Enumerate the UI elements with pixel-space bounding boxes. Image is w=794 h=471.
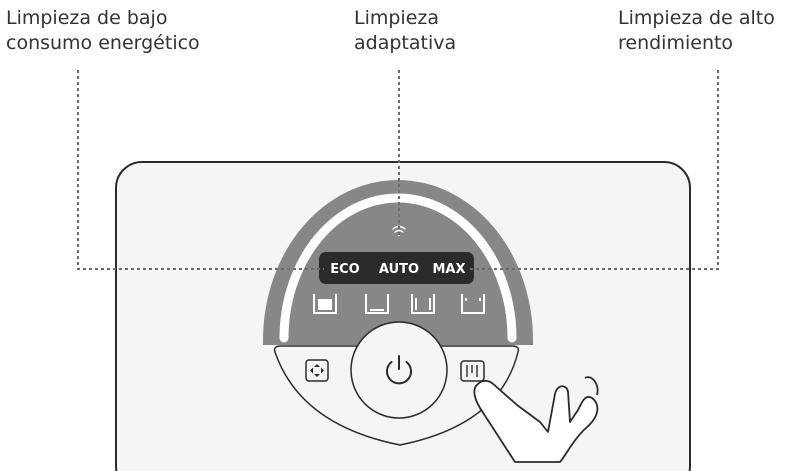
eco-callout-line1: Limpieza de bajo <box>6 7 168 29</box>
water-tank-full-icon <box>313 294 337 314</box>
max-callout-line1: Limpieza de alto <box>618 7 775 29</box>
pointing-hand-icon <box>473 376 599 463</box>
auto-callout-line1: Limpieza <box>354 7 440 29</box>
mop-button[interactable] <box>460 360 485 382</box>
power-icon <box>386 355 412 385</box>
mode-max[interactable]: MAX <box>432 262 465 277</box>
mode-eco[interactable]: ECO <box>330 262 359 277</box>
eco-callout-line2: consumo energético <box>6 32 200 54</box>
eco-mode-callout: Limpieza de bajo consumo energético <box>6 6 200 56</box>
max-mode-callout: Limpieza de alto rendimiento <box>618 6 775 56</box>
callout-lines <box>77 70 719 270</box>
spot-clean-button[interactable] <box>305 359 329 382</box>
water-tank-mid-icon <box>411 294 435 314</box>
max-callout-line2: rendimiento <box>618 32 734 54</box>
mode-display <box>319 252 474 284</box>
water-tank-empty-icon <box>365 294 389 314</box>
eco-callout-line <box>77 70 324 270</box>
mode-auto[interactable]: AUTO <box>379 262 419 277</box>
auto-callout-line2: adaptativa <box>354 32 457 54</box>
spot-clean-icon <box>310 364 324 377</box>
water-tank-low-icon <box>461 294 485 314</box>
max-callout-line <box>470 70 719 270</box>
auto-mode-callout: Limpieza adaptativa <box>354 6 456 56</box>
mop-icon <box>466 365 478 377</box>
